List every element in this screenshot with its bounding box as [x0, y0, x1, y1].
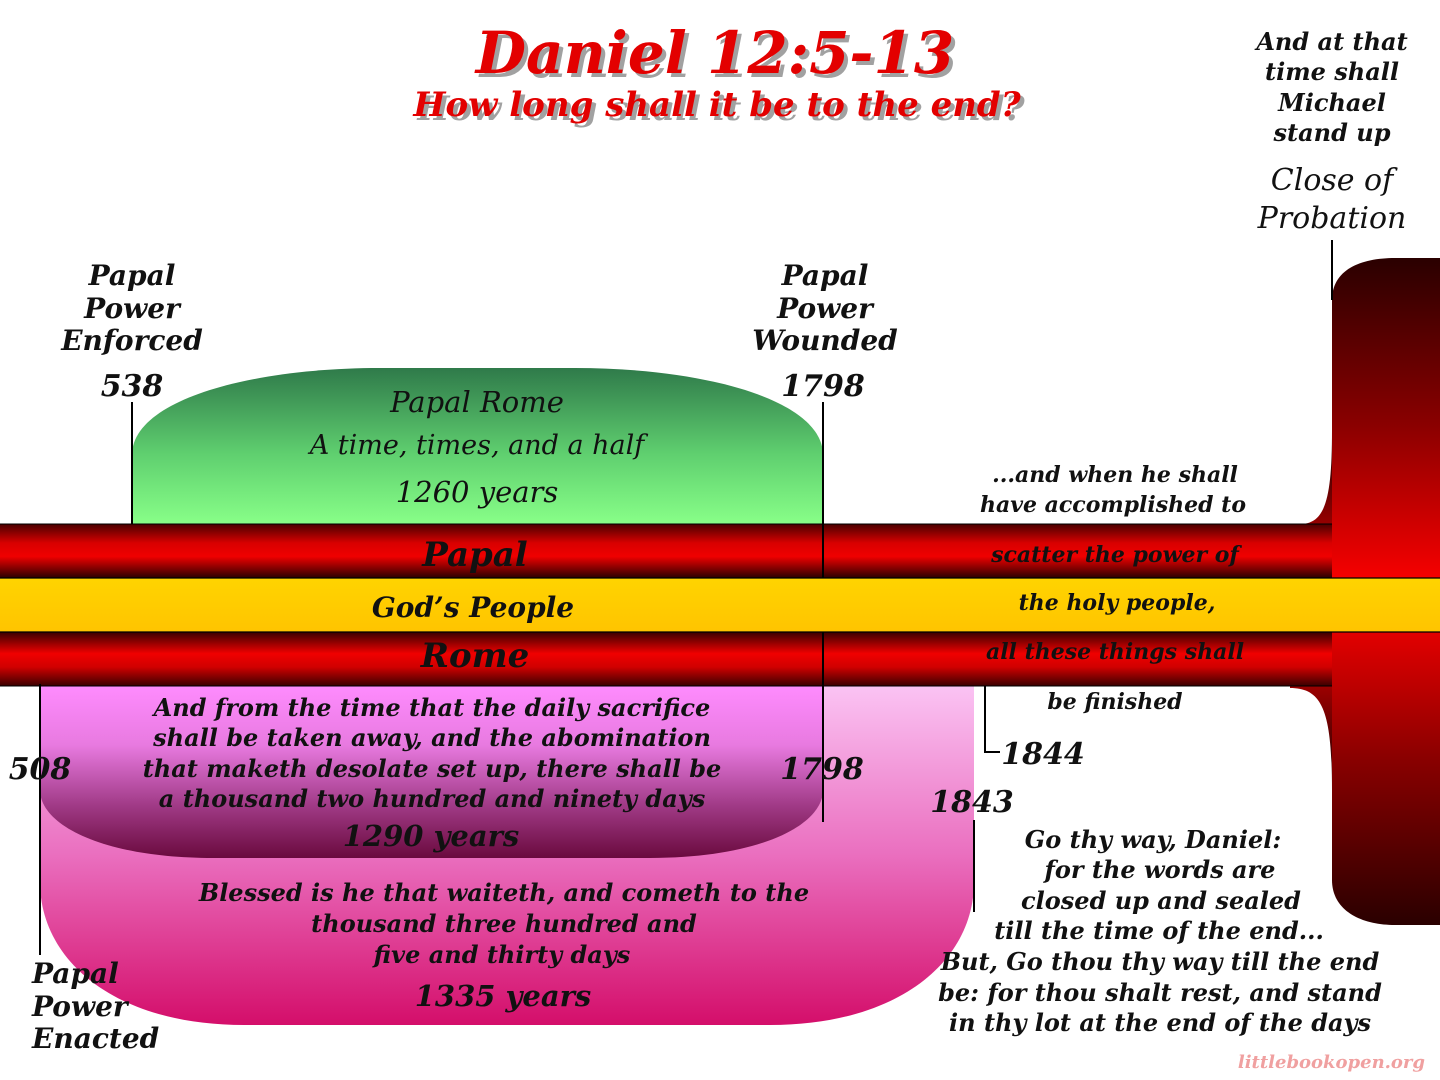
year-1843: 1843: [930, 785, 1014, 820]
watermark: littlebookopen.org: [1238, 1052, 1425, 1073]
scatter-line-1: ...and when he shall: [992, 462, 1238, 488]
line-1844: [984, 686, 1000, 753]
pink-line-1: Blessed is he that waiteth, and cometh t…: [198, 878, 809, 907]
scatter-line-people: the holy people,: [1019, 590, 1216, 616]
green-period-years: 1260 years: [396, 475, 559, 509]
marker-enforced: Papal Power Enforced 538: [60, 259, 203, 404]
go-thy-way-text: Go thy way, Daniel: for the words are cl…: [938, 825, 1382, 1037]
rome-label: Rome: [420, 636, 530, 676]
purple-period-years: 1290 years: [343, 819, 520, 853]
purple-line-3: that maketh desolate set up, there shall…: [143, 754, 722, 783]
go-line-2: for the words are: [1043, 855, 1276, 884]
scatter-line-papal: scatter the power of: [990, 542, 1242, 568]
enforced-line-1: Papal: [88, 259, 176, 292]
purple-period-text: And from the time that the daily sacrifi…: [143, 693, 722, 853]
year-1798-lower: 1798: [780, 752, 864, 787]
scatter-text: ...and when he shall have accomplished t…: [980, 462, 1246, 715]
wounded-line-2: Power: [776, 292, 875, 325]
band-labels: Papal God’s People Rome: [372, 535, 574, 676]
pink-line-3: five and thirty days: [372, 940, 631, 969]
green-period-desc: A time, times, and a half: [307, 430, 649, 461]
gods-people-label: God’s People: [372, 591, 574, 624]
marker-michael: And at that time shall Michael stand up: [1254, 27, 1407, 147]
title-sub-shadow: How long shall it be to the end?: [416, 89, 1025, 129]
green-period-shape: [132, 368, 823, 524]
scatter-line-rome: all these things shall: [986, 639, 1244, 665]
enacted-line-2: Power: [31, 990, 130, 1023]
enforced-line-3: Enforced: [60, 324, 203, 357]
michael-line-3: Michael: [1277, 88, 1386, 117]
title-block: Daniel 12:5-13 Daniel 12:5-13 How long s…: [412, 19, 1025, 129]
rome-band: [0, 632, 1332, 686]
papal-band: [0, 524, 1332, 578]
year-1798-upper: 1798: [781, 369, 865, 404]
pink-period-years: 1335 years: [415, 979, 592, 1013]
marker-enacted: Papal Power Enacted: [31, 957, 159, 1055]
close-probation-line-2: Probation: [1257, 201, 1407, 236]
pink-period-text: Blessed is he that waiteth, and cometh t…: [198, 878, 809, 1013]
go-line-1: Go thy way, Daniel:: [1025, 825, 1281, 854]
michael-line-1: And at that: [1254, 27, 1407, 56]
year-538: 538: [101, 369, 164, 404]
gods-people-band: [0, 578, 1440, 632]
enforced-line-2: Power: [83, 292, 182, 325]
go-line-4: till the time of the end...: [994, 916, 1324, 945]
scatter-line-2: have accomplished to: [980, 492, 1246, 518]
purple-period-shape: [40, 684, 823, 858]
timeline-bands: [0, 523, 1440, 687]
go-line-3: closed up and sealed: [1021, 886, 1301, 915]
wounded-line-1: Papal: [781, 259, 869, 292]
enacted-line-1: Papal: [31, 957, 119, 990]
michael-line-4: stand up: [1273, 118, 1391, 147]
marker-lines: [39, 240, 1333, 955]
green-period-text: Papal Rome A time, times, and a half 126…: [307, 385, 649, 509]
go-line-5: But, Go thou thy way till the end: [940, 947, 1380, 976]
go-line-6: be: for thou shalt rest, and stand: [938, 978, 1382, 1007]
wounded-line-3: Wounded: [752, 324, 898, 357]
marker-wounded: Papal Power Wounded 1798: [752, 259, 898, 404]
green-period-name: Papal Rome: [389, 385, 564, 419]
close-probation-line-1: Close of: [1271, 163, 1398, 198]
purple-line-1: And from the time that the daily sacrifi…: [152, 693, 711, 722]
lower-years: 508 1798 1844 1843: [9, 737, 1085, 820]
pink-line-2: thousand three hundred and: [311, 909, 697, 938]
title-main: Daniel 12:5-13: [474, 19, 954, 87]
enacted-line-3: Enacted: [31, 1022, 159, 1055]
purple-line-4: a thousand two hundred and ninety days: [159, 784, 706, 813]
title-sub: How long shall it be to the end?: [412, 85, 1021, 125]
title-main-shadow: Daniel 12:5-13: [478, 23, 958, 91]
michael-line-2: time shall: [1265, 57, 1399, 86]
papal-label: Papal: [421, 535, 527, 575]
year-508: 508: [9, 752, 72, 787]
scatter-line-below: be finished: [1047, 689, 1182, 715]
year-1844: 1844: [1001, 737, 1085, 772]
go-line-7: in thy lot at the end of the days: [949, 1008, 1371, 1037]
purple-line-2: shall be taken away, and the abomination: [152, 723, 711, 752]
marker-close-probation: Close of Probation: [1257, 163, 1407, 236]
